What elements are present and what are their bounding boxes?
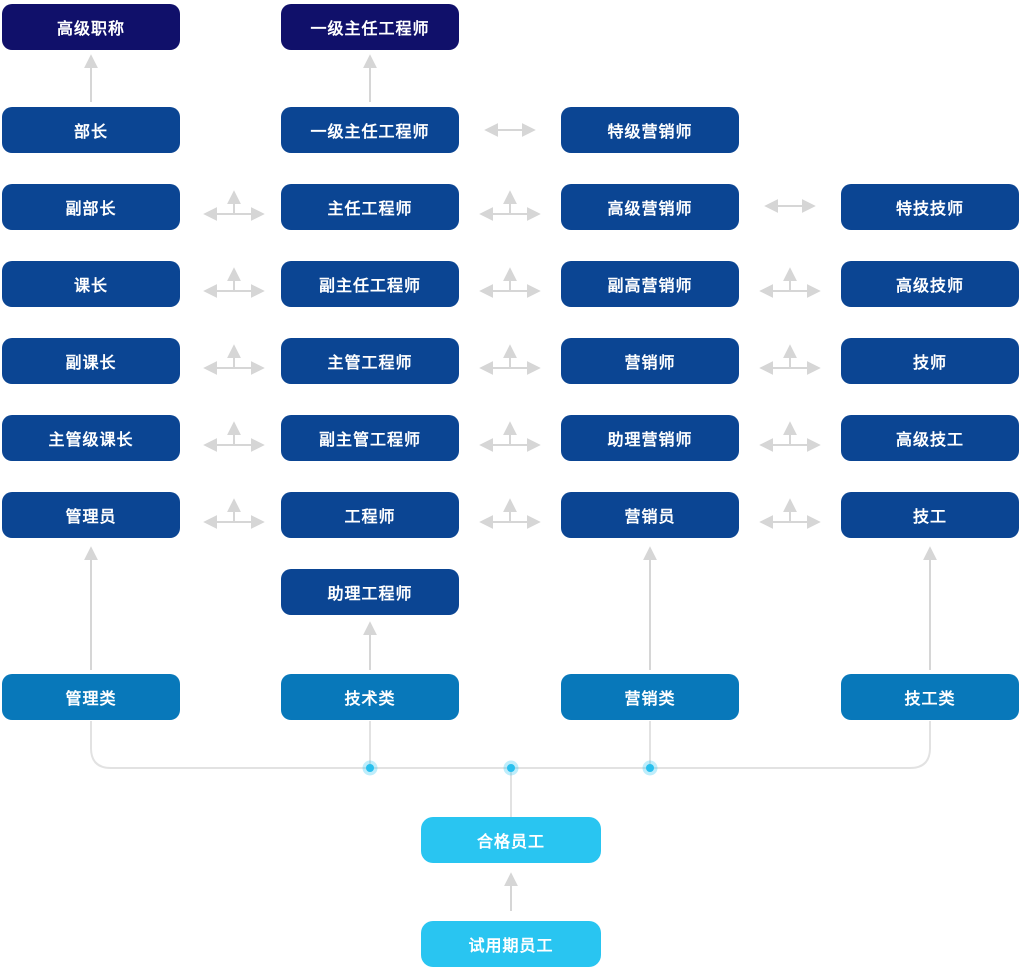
transfer-3way-arrow-10 <box>759 267 821 298</box>
bus-branches <box>369 721 651 817</box>
node-skilled-level-0-label: 特技技师 <box>895 201 964 218</box>
node-management-level-3[interactable]: 副课长 <box>2 338 180 384</box>
node-management-level-3-label: 副课长 <box>65 355 117 372</box>
transfer-3way-arrow-4 <box>203 344 265 375</box>
transfer-3way-arrow-8 <box>203 498 265 529</box>
node-technical-level-0-label: 一级主任工程师 <box>310 124 430 141</box>
node-marketing-level-5-label: 营销员 <box>624 509 676 526</box>
node-management-level-1-label: 副部长 <box>65 201 117 218</box>
node-management-level-0[interactable]: 部长 <box>2 107 180 153</box>
node-technical-top-rank[interactable]: 一级主任工程师 <box>281 4 459 50</box>
node-category-management-label: 管理类 <box>65 691 117 708</box>
transfer-3way-arrow-7 <box>479 421 541 452</box>
node-management-level-2-label: 课长 <box>73 278 108 295</box>
category-bus-line <box>90 721 931 817</box>
node-skilled-level-3-label: 高级技工 <box>895 432 964 449</box>
node-technical-level-4-label: 副主管工程师 <box>318 432 421 449</box>
transfer-3way-arrow-5 <box>479 344 541 375</box>
transfer-3way-arrow-6 <box>203 421 265 452</box>
node-skilled-level-3[interactable]: 高级技工 <box>841 415 1019 461</box>
node-management-level-2[interactable]: 课长 <box>2 261 180 307</box>
node-technical-level-2-label: 副主任工程师 <box>318 278 421 295</box>
transfer-3way-arrow-3 <box>479 267 541 298</box>
junction-dot-halo-1 <box>503 760 519 776</box>
node-marketing-level-4-label: 助理营销师 <box>607 432 693 449</box>
transfer-3way-arrow-11 <box>759 344 821 375</box>
node-probation-employee[interactable]: 试用期员工 <box>421 921 601 967</box>
junction-dot-2 <box>646 764 654 772</box>
junction-dot-0 <box>366 764 374 772</box>
node-category-management[interactable]: 管理类 <box>2 674 180 720</box>
transfer-3way-arrow-1 <box>479 190 541 221</box>
node-category-skilled[interactable]: 技工类 <box>841 674 1019 720</box>
junction-dot-halo-2 <box>642 760 658 776</box>
node-skilled-level-0[interactable]: 特技技师 <box>841 184 1019 230</box>
node-category-marketing-label: 营销类 <box>624 691 676 708</box>
node-category-skilled-label: 技工类 <box>904 691 956 708</box>
transfer-3way-arrow-13 <box>759 498 821 529</box>
node-marketing-level-5[interactable]: 营销员 <box>561 492 739 538</box>
bus-path <box>90 721 931 769</box>
node-marketing-level-3[interactable]: 营销师 <box>561 338 739 384</box>
node-technical-level-5-label: 工程师 <box>344 509 396 526</box>
node-skilled-level-2[interactable]: 技师 <box>841 338 1019 384</box>
node-management-top-rank-label: 高级职称 <box>56 21 125 38</box>
node-management-level-5[interactable]: 管理员 <box>2 492 180 538</box>
node-marketing-level-4[interactable]: 助理营销师 <box>561 415 739 461</box>
node-skilled-level-1[interactable]: 高级技师 <box>841 261 1019 307</box>
node-technical-level-2[interactable]: 副主任工程师 <box>281 261 459 307</box>
node-qualified-employee-label: 合格员工 <box>476 834 545 851</box>
node-marketing-level-0-label: 特级营销师 <box>607 124 693 141</box>
node-probation-employee-label: 试用期员工 <box>468 938 554 955</box>
node-technical-level-3[interactable]: 主管工程师 <box>281 338 459 384</box>
junction-dot-1 <box>507 764 515 772</box>
node-technical-level-3-label: 主管工程师 <box>327 355 413 372</box>
transfer-3way-arrow-12 <box>759 421 821 452</box>
node-management-level-0-label: 部长 <box>73 124 108 141</box>
arrows <box>84 54 937 911</box>
node-management-level-4[interactable]: 主管级课长 <box>2 415 180 461</box>
junction-dots <box>362 760 658 776</box>
node-category-marketing[interactable]: 营销类 <box>561 674 739 720</box>
node-technical-level-6[interactable]: 助理工程师 <box>281 569 459 615</box>
node-marketing-level-1-label: 高级营销师 <box>607 201 693 218</box>
junction-dot-halo-0 <box>362 760 378 776</box>
node-marketing-level-1[interactable]: 高级营销师 <box>561 184 739 230</box>
node-skilled-level-4[interactable]: 技工 <box>841 492 1019 538</box>
node-management-level-4-label: 主管级课长 <box>48 432 134 449</box>
node-marketing-level-3-label: 营销师 <box>624 355 676 372</box>
node-skilled-level-2-label: 技师 <box>912 355 947 372</box>
node-technical-level-4[interactable]: 副主管工程师 <box>281 415 459 461</box>
node-technical-level-0[interactable]: 一级主任工程师 <box>281 107 459 153</box>
transfer-3way-arrow-2 <box>203 267 265 298</box>
node-skilled-level-4-label: 技工 <box>912 509 947 526</box>
node-technical-level-1-label: 主任工程师 <box>327 201 413 218</box>
node-management-top-rank[interactable]: 高级职称 <box>2 4 180 50</box>
node-category-technical-label: 技术类 <box>344 691 396 708</box>
node-technical-top-rank-label: 一级主任工程师 <box>310 21 430 38</box>
node-marketing-level-2[interactable]: 副高营销师 <box>561 261 739 307</box>
node-marketing-level-2-label: 副高营销师 <box>607 278 693 295</box>
transfer-3way-arrow-9 <box>479 498 541 529</box>
node-technical-level-1[interactable]: 主任工程师 <box>281 184 459 230</box>
node-category-technical[interactable]: 技术类 <box>281 674 459 720</box>
node-qualified-employee[interactable]: 合格员工 <box>421 817 601 863</box>
node-management-level-5-label: 管理员 <box>65 509 117 526</box>
node-marketing-level-0[interactable]: 特级营销师 <box>561 107 739 153</box>
node-skilled-level-1-label: 高级技师 <box>895 278 964 295</box>
node-management-level-1[interactable]: 副部长 <box>2 184 180 230</box>
transfer-3way-arrow-0 <box>203 190 265 221</box>
node-technical-level-6-label: 助理工程师 <box>327 586 413 603</box>
node-technical-level-5[interactable]: 工程师 <box>281 492 459 538</box>
